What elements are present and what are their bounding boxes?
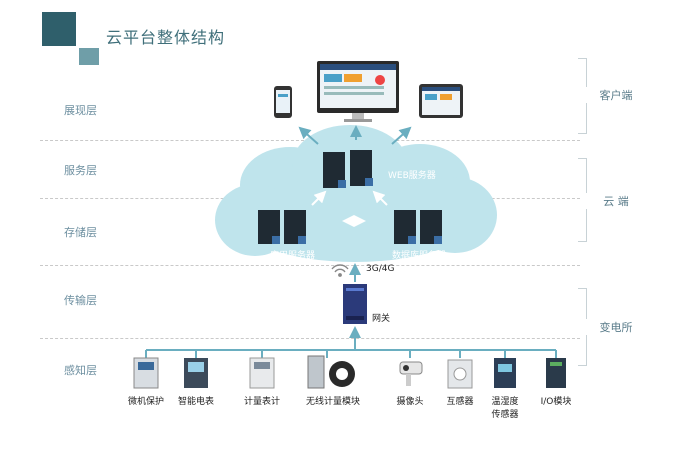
device-label: 互感器	[446, 397, 474, 407]
device-label: 摄像头	[396, 397, 424, 407]
layer-label-presentation: 展现层	[64, 104, 97, 117]
group-label-cloud: 云 端	[585, 193, 647, 209]
app-server-label: 应用服务器	[270, 251, 316, 261]
page-title: 云平台整体结构	[106, 28, 226, 47]
gateway-icon	[343, 284, 367, 324]
layer-label-storage: 存储层	[64, 226, 97, 239]
layer-label-service: 服务层	[64, 164, 97, 177]
device-label: 温湿度 传感器	[491, 397, 519, 420]
database-server-icon	[394, 210, 442, 244]
group-label-client: 客户端	[585, 87, 647, 103]
protection-relay-icon	[133, 357, 159, 389]
layer-label-perception: 感知层	[64, 364, 97, 377]
layer-divider	[40, 338, 580, 339]
network-label: 3G/4G	[366, 264, 395, 274]
metering-meter-icon	[249, 357, 275, 389]
current-transformer-icon	[447, 359, 473, 389]
monitor-icon	[317, 61, 399, 122]
device-label: 智能电表	[177, 397, 214, 407]
smart-meter-icon	[184, 358, 208, 388]
wireless-module-icon	[307, 355, 355, 389]
group-label-substation: 变电所	[585, 319, 647, 335]
camera-icon	[399, 361, 423, 386]
phone-icon	[274, 86, 292, 118]
database-server-label: 数据库服务器	[392, 251, 447, 261]
device-label: 微机保护	[127, 397, 164, 407]
app-server-icon	[258, 210, 306, 244]
device-label: 无线计量模块	[305, 397, 360, 407]
device-label: I/O模块	[540, 397, 572, 407]
title-block-light	[79, 48, 99, 65]
web-server-label: WEB服务器	[388, 171, 436, 181]
tablet-icon	[419, 84, 463, 118]
layer-label-transport: 传输层	[64, 294, 97, 307]
device-label: 计量表计	[243, 397, 280, 407]
io-module-icon	[546, 358, 566, 388]
gateway-label: 网关	[372, 314, 391, 324]
title-block-dark	[42, 12, 76, 46]
temp-humidity-sensor-icon	[494, 358, 516, 388]
layer-divider	[40, 265, 580, 266]
web-server-icon	[323, 150, 373, 188]
wifi-icon	[331, 264, 349, 277]
cloud-shape	[215, 125, 497, 262]
